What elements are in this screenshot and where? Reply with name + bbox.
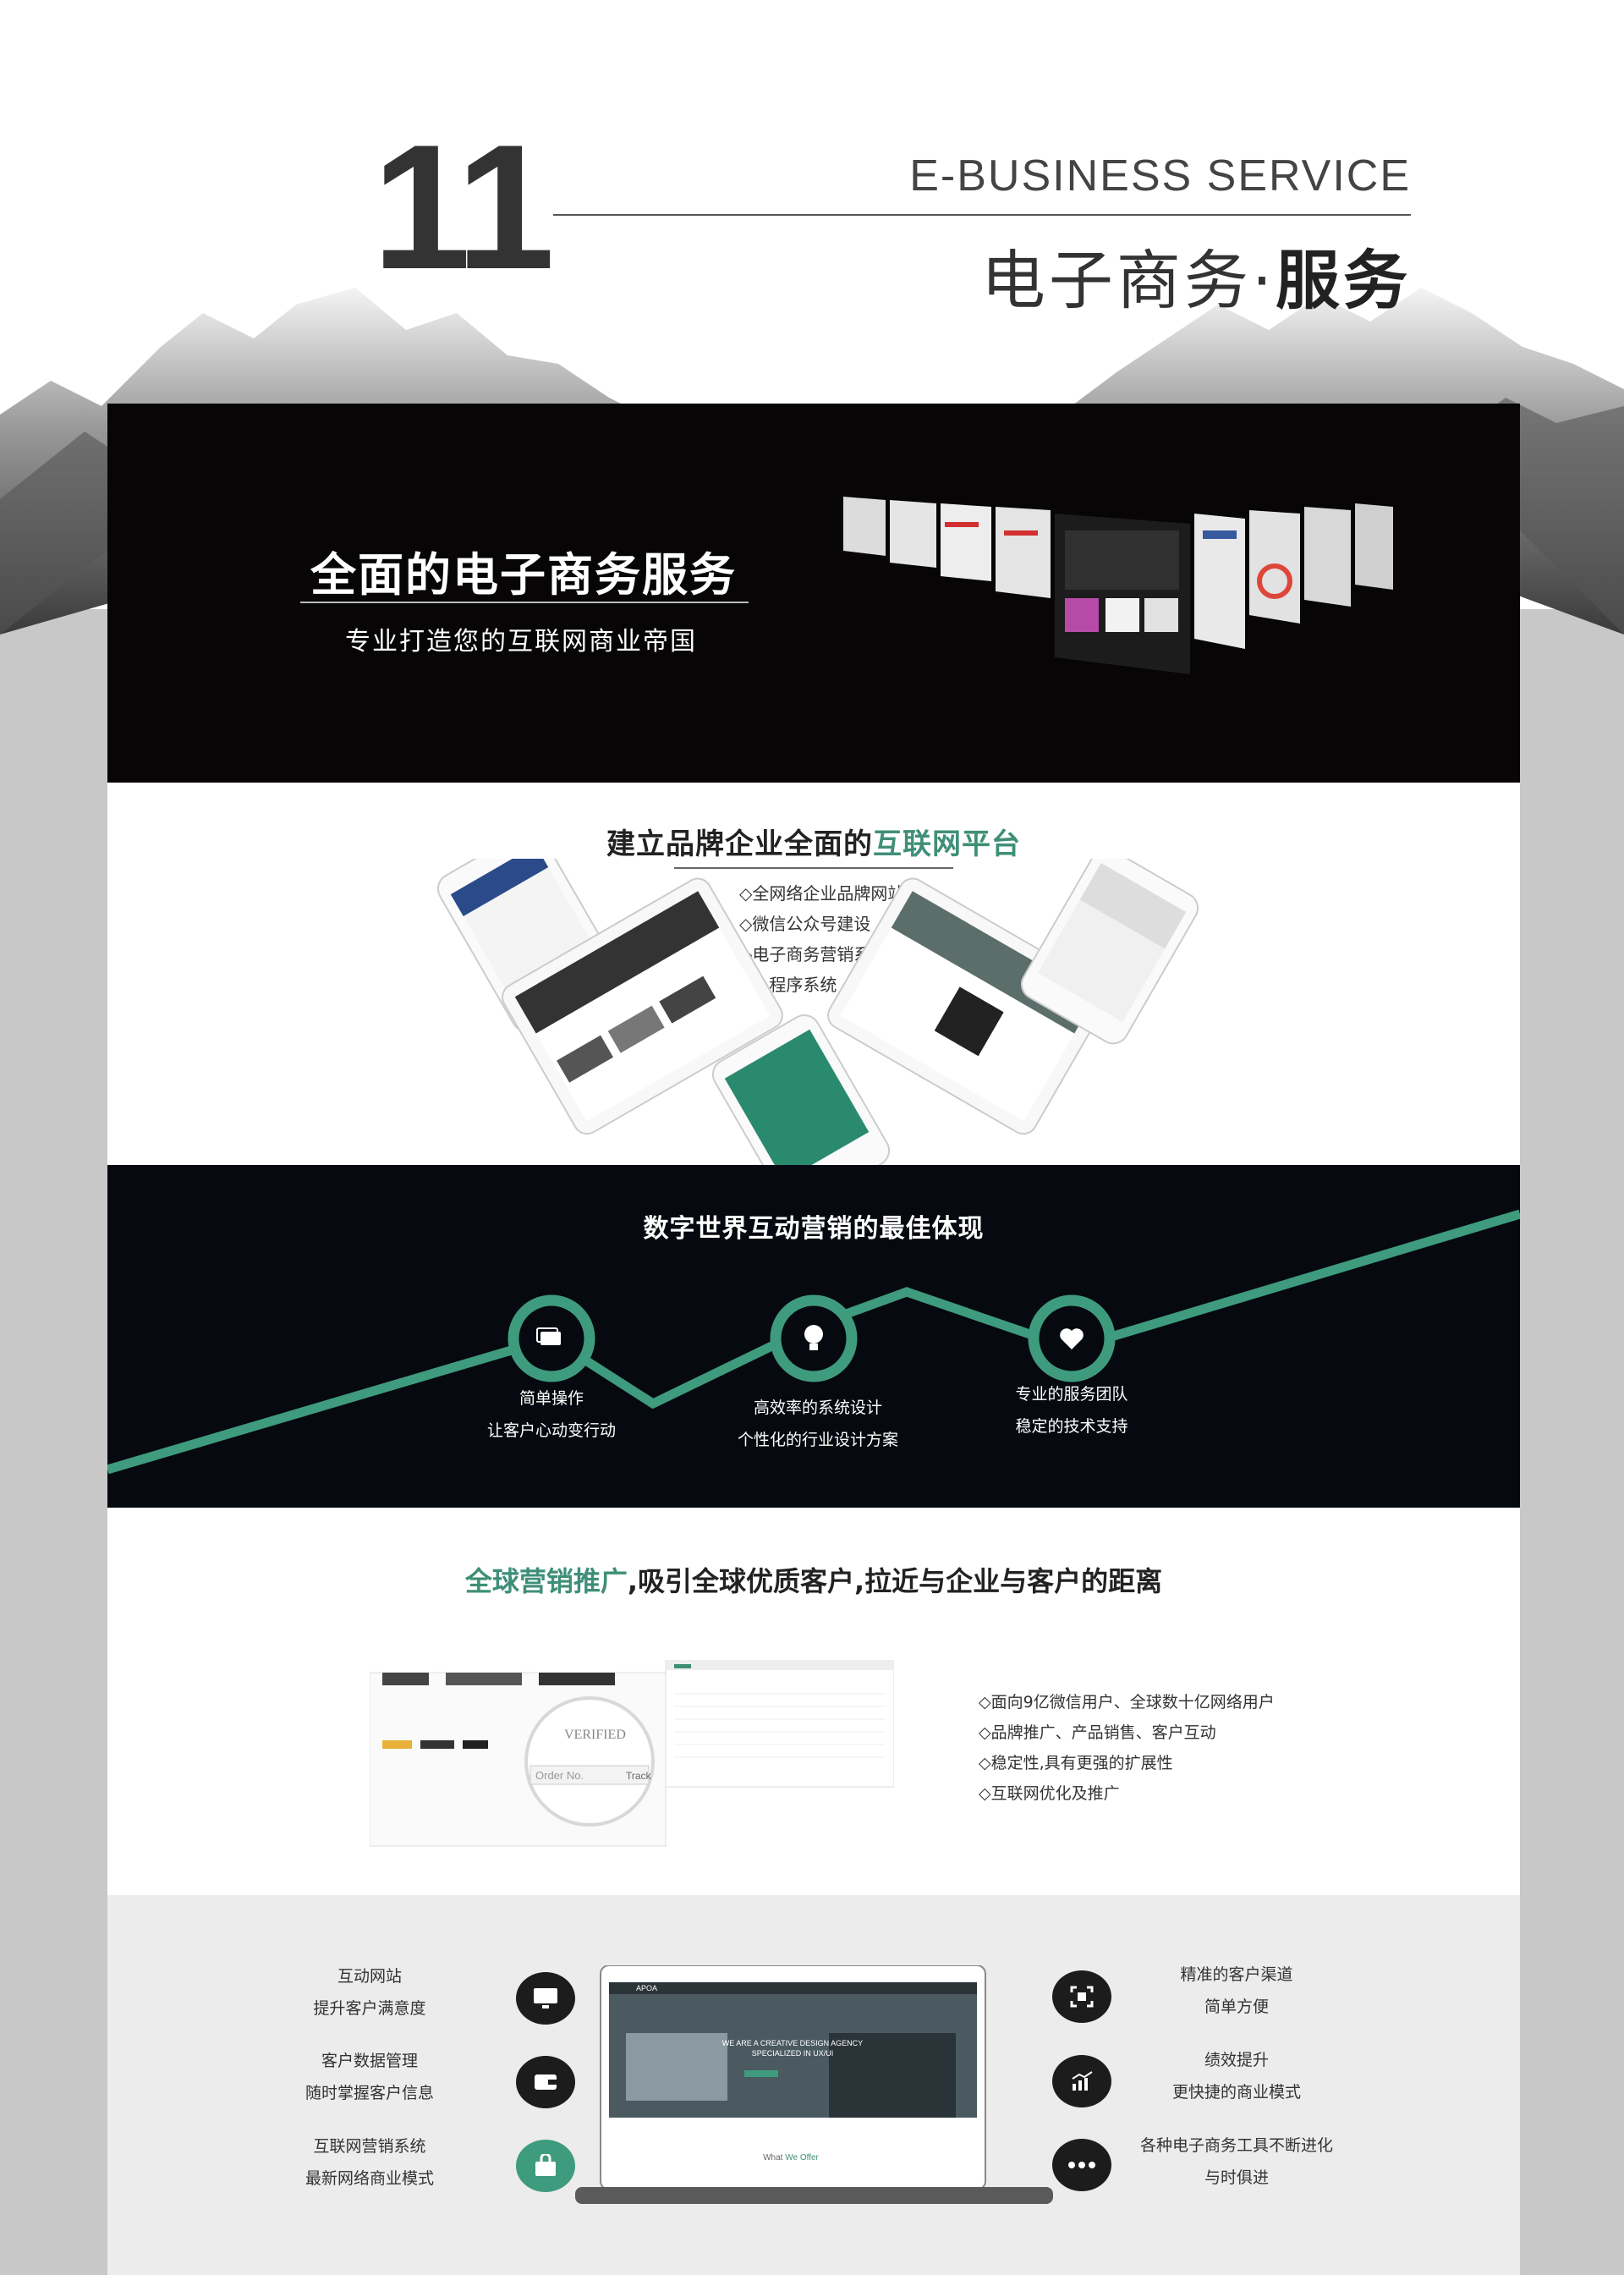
global-section: 全球营销推广,吸引全球优质客户,拉近与企业与客户的距离 VERIFIED bbox=[107, 1508, 1520, 1895]
laptop-brand: APOA bbox=[636, 1984, 657, 1992]
list-item: ◇稳定性,具有更强的扩展性 bbox=[979, 1754, 1173, 1772]
english-title: E-BUSINESS SERVICE bbox=[909, 151, 1411, 201]
bulb-icon bbox=[804, 1325, 823, 1350]
wallet-icon bbox=[516, 2056, 575, 2108]
marketing-node-2: 高效率的系统设计 个性化的行业设计方案 bbox=[737, 1399, 898, 1449]
chinese-title: 电子商务·服务 bbox=[980, 243, 1411, 318]
hero-subtitle: 专业打造您的互联网商业帝国 bbox=[345, 627, 697, 657]
heart-icon bbox=[1060, 1328, 1084, 1349]
card-icon bbox=[536, 1327, 561, 1345]
page-header: 11 E-BUSINESS SERVICE 电子商务·服务 bbox=[0, 0, 1624, 372]
verified-badge-text: VERIFIED bbox=[564, 1728, 626, 1742]
list-item: ◇互联网优化及推广 bbox=[979, 1784, 1120, 1803]
order-input-placeholder: Order No. bbox=[535, 1769, 584, 1782]
marketing-node-1: 简单操作 让客户心动变行动 bbox=[486, 1389, 616, 1440]
marketing-title: 数字世界互动营销的最佳体现 bbox=[643, 1214, 985, 1244]
platform-title: 建立品牌企业全面的互联网平台 bbox=[606, 827, 1021, 861]
track-button-label: Track bbox=[626, 1770, 652, 1782]
marketing-node-3: 专业的服务团队 稳定的技术支持 bbox=[1015, 1385, 1128, 1436]
focus-icon bbox=[1052, 1970, 1111, 2023]
platform-divider bbox=[674, 867, 953, 869]
global-title: 全球营销推广,吸引全球优质客户,拉近与企业与客户的距离 bbox=[464, 1565, 1163, 1597]
list-item: ◇品牌推广、产品销售、客户互动 bbox=[979, 1723, 1216, 1742]
list-item: ◇面向9亿微信用户、全球数十亿网络用户 bbox=[979, 1693, 1275, 1712]
laptop-footer: What We Offer bbox=[763, 2153, 819, 2162]
laptop-mockup: APOA WE ARE A CREATIVE DESIGN AGENCY SPE… bbox=[575, 1965, 1053, 2204]
hero-title: 全面的电子商务服务 bbox=[310, 548, 737, 602]
devices-illustration bbox=[436, 859, 1199, 1165]
global-feature-list: ◇面向9亿微信用户、全球数十亿网络用户 ◇品牌推广、产品销售、客户互动 ◇稳定性… bbox=[979, 1687, 1275, 1809]
monitor-icon bbox=[516, 1972, 575, 2025]
feature-ecommerce-tools: 各种电子商务工具不断进化 与时俱进 bbox=[1139, 2136, 1333, 2187]
hero-section: 全面的电子商务服务 专业打造您的互联网商业帝国 bbox=[107, 404, 1520, 783]
hero-divider bbox=[300, 602, 749, 603]
section-number: 11 bbox=[372, 107, 555, 306]
content-sheet: 全面的电子商务服务 专业打造您的互联网商业帝国 bbox=[107, 404, 1520, 2275]
platform-section: 建立品牌企业全面的互联网平台 ◇全网络企业品牌网站 ◇微信公众号建设 ◇电子商务… bbox=[107, 783, 1520, 1165]
feature-interactive-site: 互动网站 提升客户满意度 bbox=[313, 1967, 426, 2018]
website-screens-illustration bbox=[843, 497, 1393, 674]
tracking-dashboard-illustration: VERIFIED Order No. Track bbox=[370, 1660, 894, 1847]
features-section: 互动网站 提升客户满意度 客户数据管理 随时掌握客户信息 互联网营销系统 最新网… bbox=[107, 1895, 1520, 2275]
growth-line-graphic bbox=[107, 1209, 1520, 1475]
feature-marketing-system: 互联网营销系统 最新网络商业模式 bbox=[304, 2137, 434, 2188]
laptop-headline: WE ARE A CREATIVE DESIGN AGENCY bbox=[722, 2039, 863, 2047]
bag-icon bbox=[516, 2140, 575, 2192]
marketing-section: 数字世界互动营销的最佳体现 简单操作 让客户心动变行动 高效率的系统设计 bbox=[107, 1165, 1520, 1508]
more-icon bbox=[1052, 2139, 1111, 2191]
list-item: ◇微信公众号建设 bbox=[739, 914, 871, 934]
feature-customer-data: 客户数据管理 随时掌握客户信息 bbox=[304, 2052, 434, 2102]
feature-performance: 绩效提升 更快捷的商业模式 bbox=[1171, 2051, 1301, 2102]
laptop-subline: SPECIALIZED IN UX/UI bbox=[752, 2049, 834, 2058]
feature-customer-channel: 精准的客户渠道 简单方便 bbox=[1180, 1965, 1293, 2016]
list-item: ◇全网络企业品牌网站 bbox=[739, 883, 905, 904]
chart-up-icon bbox=[1052, 2055, 1111, 2107]
header-divider bbox=[553, 214, 1411, 216]
